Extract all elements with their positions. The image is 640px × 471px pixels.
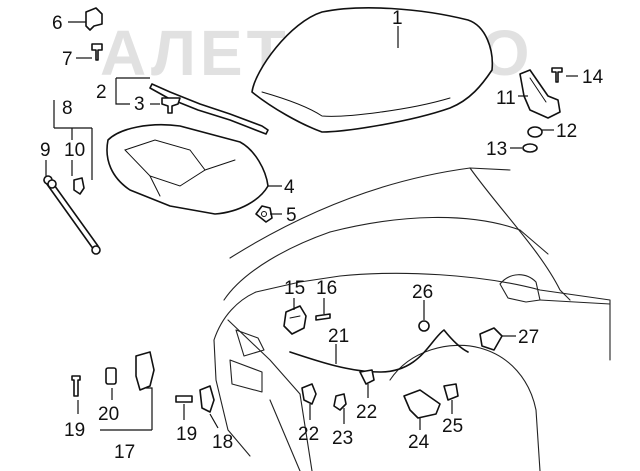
bolt-left [71,375,81,397]
callout-19-center: 19 [176,424,197,445]
callout-6: 6 [52,13,63,34]
callout-23: 23 [332,428,353,449]
callout-27: 27 [518,327,539,348]
grommet-part [47,179,57,189]
callout-1: 1 [392,8,403,29]
callout-21: 21 [328,326,349,347]
hood-insulator [106,123,269,215]
lock-bolt [315,313,331,321]
callout-5: 5 [286,205,297,226]
cable-clamp-left [301,383,317,405]
callout-15: 15 [284,278,305,299]
cable-clamp-right [359,369,375,385]
hinge-bolt-part [85,7,103,31]
callout-22-right: 22 [356,402,377,423]
insulator-clip [255,205,273,223]
callout-labels: 1 2 3 4 5 6 7 8 9 10 11 12 13 14 15 16 1… [40,8,604,463]
hood-panel [251,7,494,133]
callout-11: 11 [496,88,516,109]
callout-18: 18 [212,432,233,453]
callout-4: 4 [284,177,295,198]
callout-17: 17 [114,442,135,463]
callout-22-left: 22 [298,424,319,445]
hood-weatherstrip [149,83,269,135]
bolt-center [175,395,193,403]
latch-bracket [135,351,155,391]
release-cable [289,329,469,373]
release-lever [479,327,503,351]
cable-grommet [418,320,430,332]
callout-3: 3 [134,94,145,115]
rod-holder [73,177,85,195]
callout-8: 8 [62,98,73,119]
clip-part [161,97,181,114]
small-clip [105,367,117,385]
callout-20: 20 [98,404,119,425]
callout-19-left: 19 [64,420,85,441]
cable-clip [333,393,347,411]
callout-9: 9 [40,140,51,161]
cushion-part [527,126,543,138]
callout-14: 14 [582,67,604,88]
callout-13: 13 [486,139,507,160]
bolt-part [91,43,103,61]
hood-lock [283,305,307,335]
callout-12: 12 [556,121,577,142]
stopper-part [522,143,538,153]
lower-bracket [403,389,441,419]
callout-10: 10 [64,140,85,161]
callout-2: 2 [96,82,107,103]
hinge-bolt [551,67,563,83]
callout-7: 7 [62,49,73,70]
callout-24: 24 [408,432,430,453]
vehicle-front-outline [213,167,611,471]
callout-26: 26 [412,282,433,303]
support-bracket [199,385,215,413]
fender-clip [443,383,459,401]
leader-lines [45,21,578,431]
callout-25: 25 [442,416,463,437]
callout-16: 16 [316,278,337,299]
hood-hinge [519,69,561,119]
